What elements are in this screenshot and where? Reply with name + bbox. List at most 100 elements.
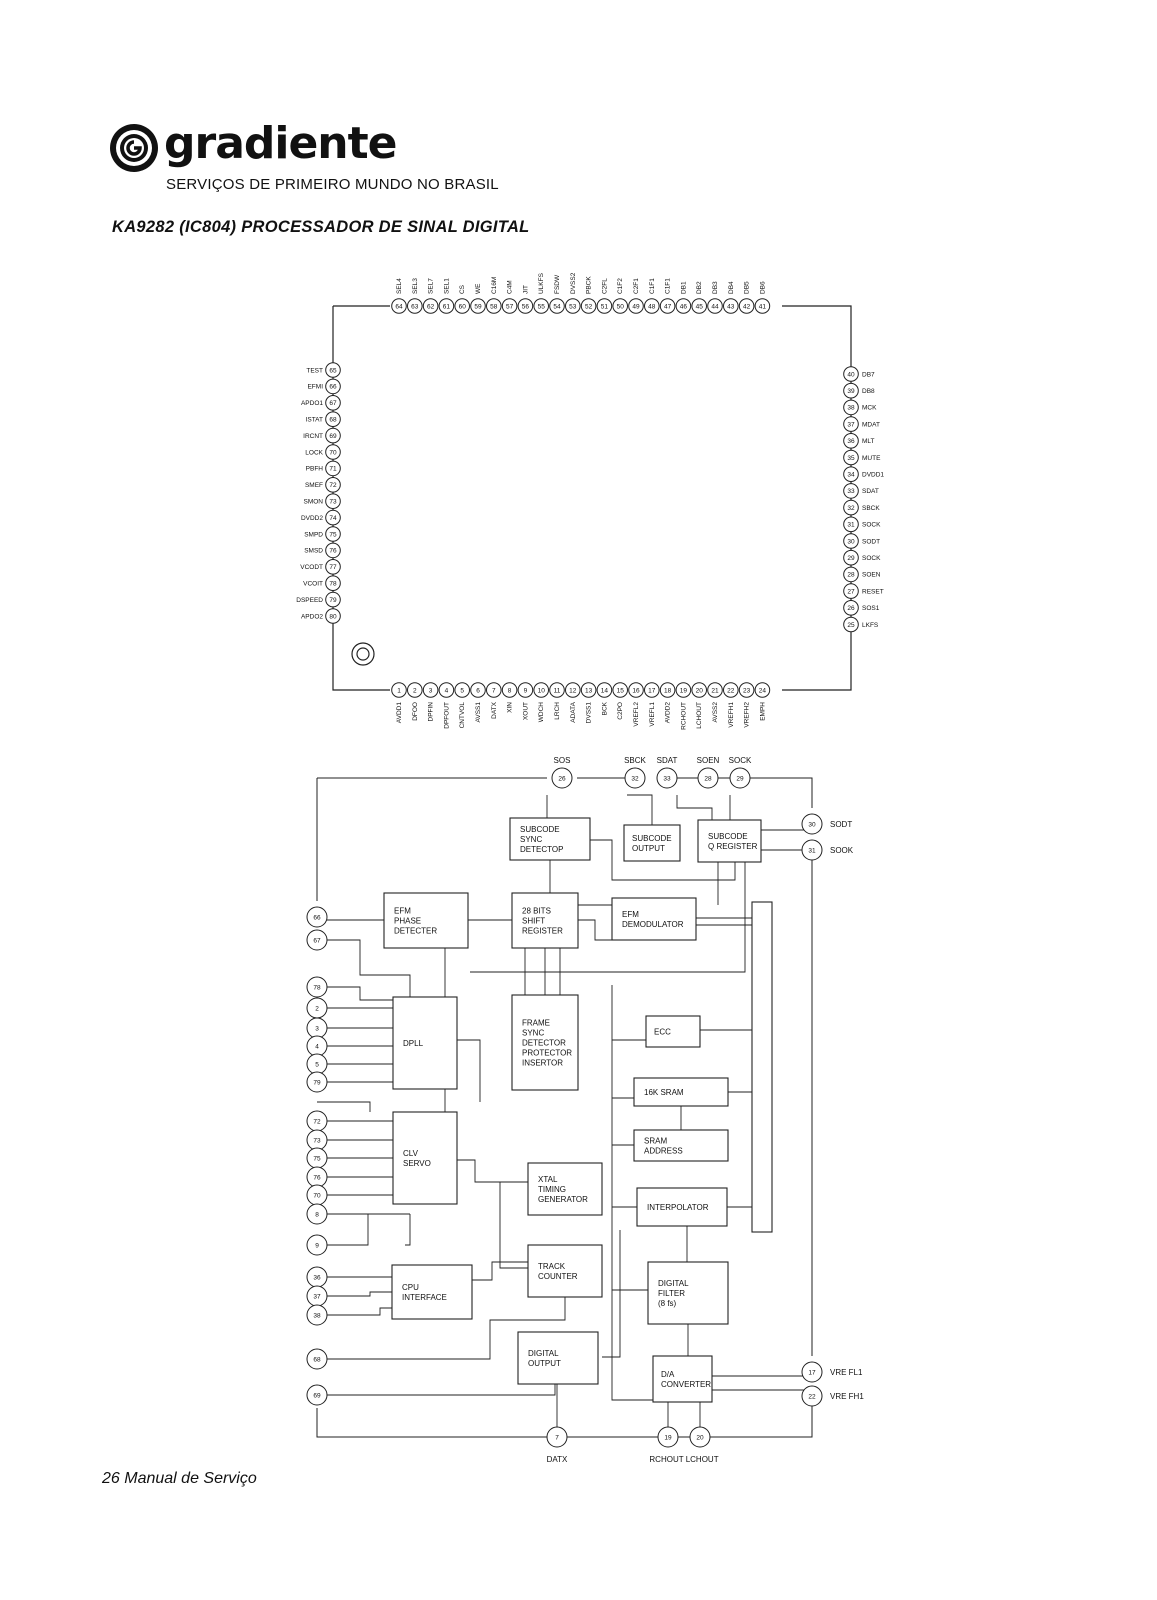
pins-left: 65TEST66EFMI67APDO168ISTAT69IRCNT70LOCK7… xyxy=(296,362,341,624)
pin-circle xyxy=(738,298,755,314)
pin-circle xyxy=(306,1234,328,1256)
pin-circle xyxy=(407,298,423,314)
pin-label: APDO2 xyxy=(301,613,323,620)
pin-number: 36 xyxy=(313,1274,321,1281)
pin-circle xyxy=(325,509,341,526)
signal-label: SODT xyxy=(830,820,852,829)
pin-circle xyxy=(697,767,719,789)
pin-circle xyxy=(738,682,755,698)
page-title: KA9282 (IC804) PROCESSADOR DE SINAL DIGI… xyxy=(112,218,530,236)
pin-circle xyxy=(306,1203,328,1225)
block-label-shift_reg: 28 BITS xyxy=(522,907,551,916)
pin-label: VCOIT xyxy=(303,581,323,588)
block-dpll xyxy=(392,996,458,1090)
pin-circle xyxy=(407,682,423,698)
pin-number: 29 xyxy=(736,775,744,782)
pin-circle xyxy=(843,566,859,583)
pin-label: SEL7 xyxy=(428,278,435,294)
pin-label: IRCNT xyxy=(303,433,323,440)
pin-circle xyxy=(843,516,859,533)
pin-label: EFMI xyxy=(307,384,323,391)
pin-circle xyxy=(325,575,341,592)
pin-circle xyxy=(691,682,708,698)
pin-circle xyxy=(325,591,341,608)
pin-number: 3 xyxy=(429,687,433,694)
pin-circle xyxy=(422,682,439,698)
pin-number: 49 xyxy=(632,303,640,310)
pin-number: 2 xyxy=(413,687,417,694)
pin-label: AVSS1 xyxy=(475,702,482,723)
pin-label: DB6 xyxy=(759,281,766,294)
pin-label: MDAT xyxy=(862,421,880,428)
pin-number: 38 xyxy=(313,1312,321,1319)
pin-number: 7 xyxy=(555,1434,559,1441)
pin-circle xyxy=(843,616,859,633)
pin-number: 30 xyxy=(808,821,816,828)
pin-circle xyxy=(325,362,341,378)
pin-circle xyxy=(754,298,771,314)
block-frame_sync xyxy=(511,994,579,1091)
block-label-frame_sync: PROTECTOR xyxy=(522,1049,572,1058)
pin-circle xyxy=(628,298,644,314)
pin-number: 33 xyxy=(663,775,671,782)
pin-number: 9 xyxy=(315,1242,319,1249)
pin-number: 12 xyxy=(569,687,577,694)
pin-label: DFOO xyxy=(412,702,419,721)
pin-number: 70 xyxy=(313,1192,321,1199)
pin-number: 43 xyxy=(727,303,735,310)
block-label-clv: SERVO xyxy=(403,1159,431,1168)
pin-number: 63 xyxy=(411,303,419,310)
pin-circle xyxy=(723,298,739,314)
pin-label: FSDW xyxy=(554,274,561,294)
pin-label: DB2 xyxy=(696,281,703,294)
pin-circle xyxy=(843,433,859,449)
pin-number: 22 xyxy=(727,687,735,694)
pin-number: 55 xyxy=(538,303,546,310)
pin-circle xyxy=(707,298,723,314)
brand-name: gradiente xyxy=(164,118,398,169)
pin-number: 70 xyxy=(329,449,337,456)
pin-circle xyxy=(675,298,692,314)
pin-circle xyxy=(843,583,859,599)
pin-label: CNTVOL xyxy=(459,702,466,729)
pin-number: 21 xyxy=(711,687,719,694)
pin-number: 41 xyxy=(759,303,767,310)
block-ecc xyxy=(645,1015,701,1048)
pin-circle xyxy=(628,682,644,698)
pin-label: CS xyxy=(459,284,466,294)
pin-label: C1F2 xyxy=(617,278,624,294)
signal-label: SOOK xyxy=(830,846,854,855)
pin-circle xyxy=(843,382,859,399)
block-label-frame_sync: SYNC xyxy=(522,1029,544,1038)
pin-circle xyxy=(843,416,859,432)
pin-number: 59 xyxy=(474,303,482,310)
pin-circle xyxy=(801,839,823,861)
wire xyxy=(317,1214,369,1246)
pin-label: SMSD xyxy=(304,548,323,555)
pin-number: 71 xyxy=(329,466,337,473)
pin-circle xyxy=(843,449,859,466)
pin-number: 4 xyxy=(445,687,449,694)
pin-label: C16M xyxy=(491,277,498,294)
block-label-efm_demod: DEMODULATOR xyxy=(622,920,684,929)
pin-label: SMON xyxy=(304,499,324,506)
pin-number: 8 xyxy=(315,1211,319,1218)
pin-label: EMPH xyxy=(759,702,766,721)
pin-circle xyxy=(691,298,708,314)
pin-circle xyxy=(325,378,341,395)
pin-label: LKFS xyxy=(862,622,879,629)
pin-number: 53 xyxy=(569,303,577,310)
pin-number: 60 xyxy=(459,303,467,310)
pin-circle xyxy=(843,466,859,483)
pin-number: 48 xyxy=(648,303,656,310)
pin-circle xyxy=(306,976,328,998)
pin-number: 78 xyxy=(313,984,321,991)
pin-circle xyxy=(325,427,341,444)
pin-circle xyxy=(565,298,581,314)
pin-circle xyxy=(843,399,859,416)
pin-number: 8 xyxy=(508,687,512,694)
pin-label: SOS1 xyxy=(862,605,880,612)
gradiente-logo-icon xyxy=(108,122,160,179)
pin-circle xyxy=(843,366,859,382)
ic-package-outline xyxy=(332,305,852,691)
